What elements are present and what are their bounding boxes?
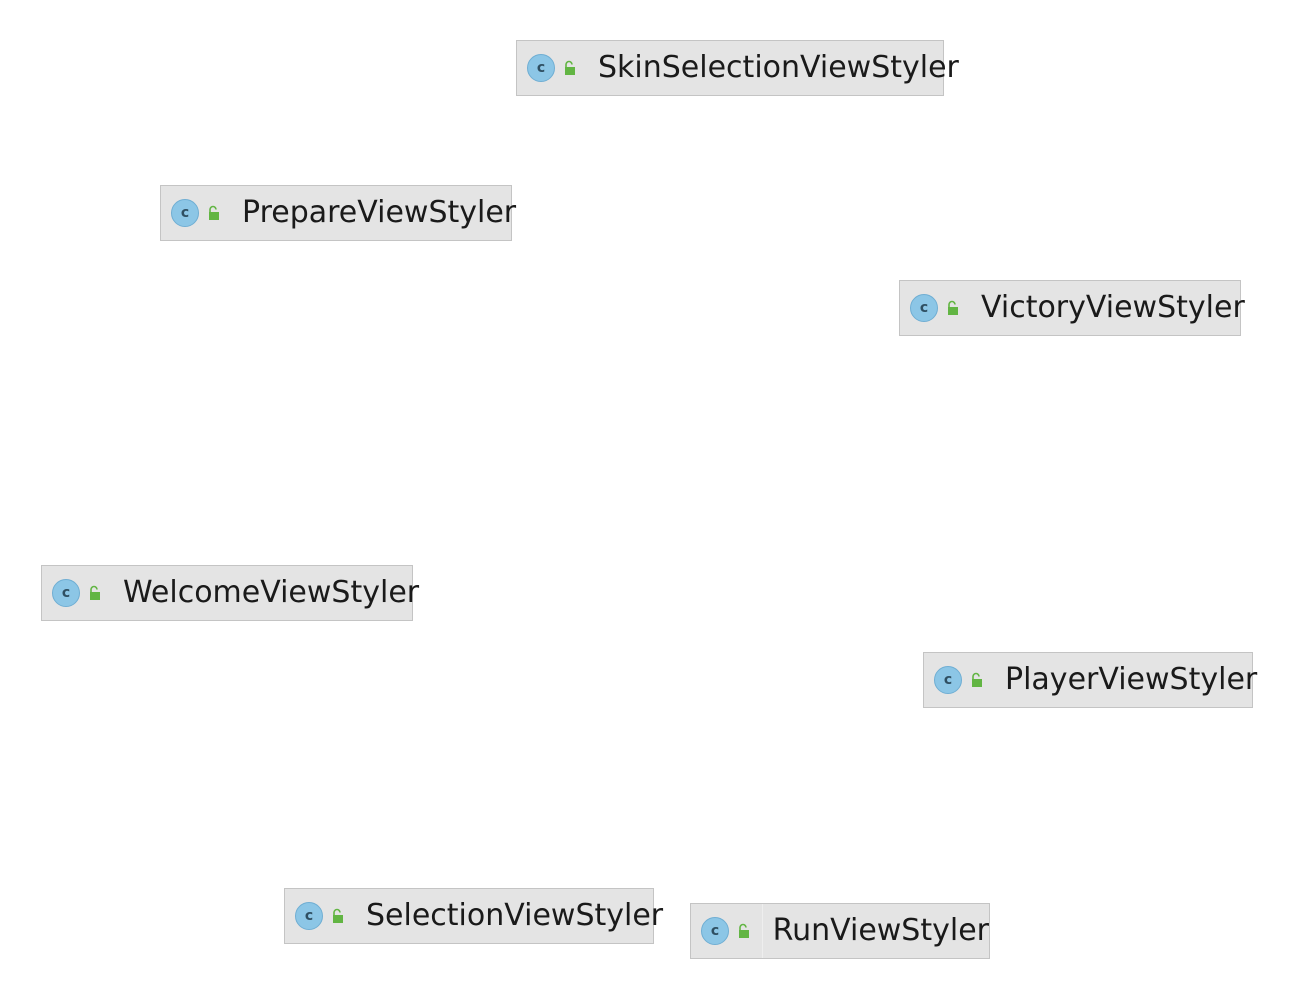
public-lock-icon: [90, 585, 100, 600]
public-lock-icon: [972, 672, 982, 687]
class-node-prepare-view-styler[interactable]: c PrepareViewStyler: [160, 185, 516, 241]
class-name: WelcomeViewStyler: [123, 575, 420, 610]
class-node-run-view-styler[interactable]: c RunViewStyler: [690, 903, 990, 959]
class-node-player-view-styler[interactable]: c PlayerViewStyler: [923, 652, 1257, 708]
class-node-victory-view-styler[interactable]: c VictoryViewStyler: [899, 280, 1245, 336]
divider: [762, 904, 763, 958]
class-icon: c: [527, 54, 555, 82]
class-node-selection-view-styler[interactable]: c SelectionViewStyler: [284, 888, 663, 944]
public-lock-icon: [209, 205, 219, 220]
class-name: SelectionViewStyler: [366, 898, 664, 933]
public-lock-icon: [948, 300, 958, 315]
class-icon: c: [934, 666, 962, 694]
class-icon: c: [910, 294, 938, 322]
class-icon: c: [701, 917, 729, 945]
class-name: PrepareViewStyler: [242, 195, 517, 230]
class-name: SkinSelectionViewStyler: [598, 50, 959, 85]
public-lock-icon: [565, 60, 575, 75]
public-lock-icon: [739, 923, 749, 938]
class-icon: c: [52, 579, 80, 607]
class-icon: c: [295, 902, 323, 930]
class-node-welcome-view-styler[interactable]: c WelcomeViewStyler: [41, 565, 419, 621]
class-name: RunViewStyler: [772, 913, 989, 948]
class-name: VictoryViewStyler: [981, 290, 1245, 325]
class-name: PlayerViewStyler: [1005, 662, 1258, 697]
class-node-skin-selection-view-styler[interactable]: c SkinSelectionViewStyler: [516, 40, 959, 96]
class-icon: c: [171, 199, 199, 227]
public-lock-icon: [333, 908, 343, 923]
